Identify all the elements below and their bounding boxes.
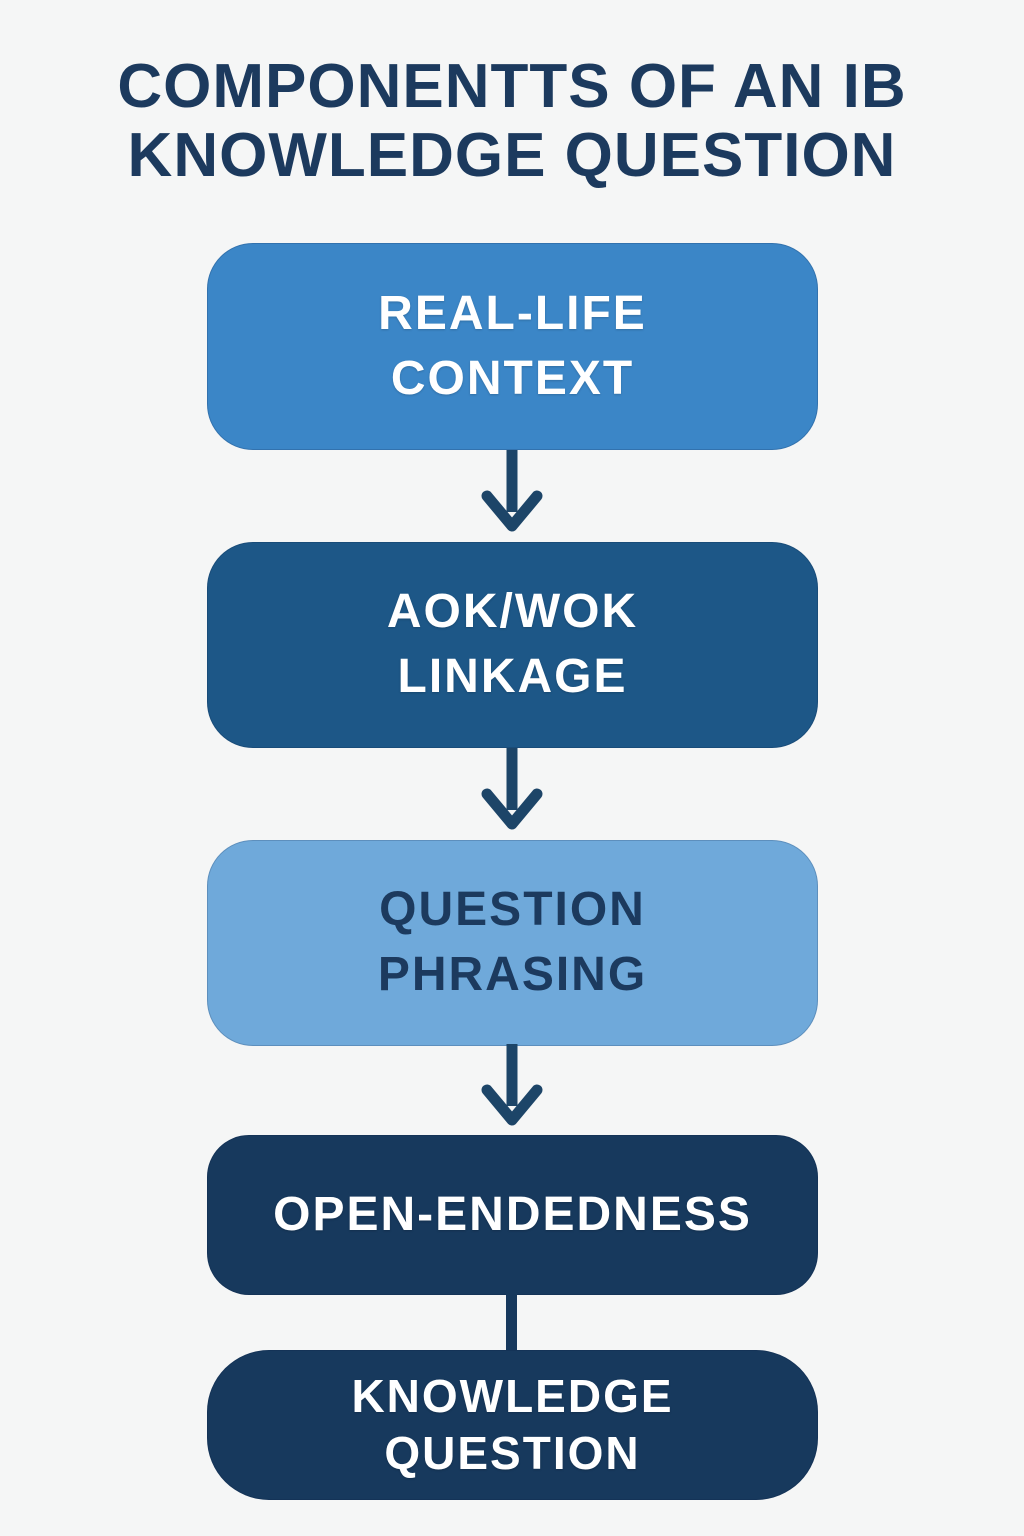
flow-box-real-life-context: REAL-LIFE CONTEXT: [207, 243, 818, 450]
flow-box-aok-wok-linkage: AOK/WOK LINKAGE: [207, 542, 818, 748]
page-title-line-1: COMPONENTTS OF AN IB: [117, 52, 907, 121]
flow-box-label-line: KNOWLEDGE: [351, 1369, 674, 1422]
arrow-down-icon: [481, 1044, 543, 1126]
flow-box-label-line: QUESTION: [379, 883, 646, 937]
flow-box-label-line: QUESTION: [384, 1427, 641, 1479]
page-title: COMPONENTTS OF AN IB KNOWLEDGE QUESTION: [0, 52, 1024, 191]
flow-box-label-line: OPEN-ENDEDNESS: [273, 1188, 752, 1242]
flow-box-question-phrasing: QUESTION PHRASING: [207, 840, 818, 1046]
flow-box-label-line: CONTEXT: [390, 351, 635, 405]
flow-box-label-line: AOK/WOK: [386, 585, 639, 639]
flow-box-open-endedness: OPEN-ENDEDNESS: [207, 1135, 818, 1295]
arrow-down-icon: [481, 748, 543, 830]
page-title-line-2: KNOWLEDGE QUESTION: [127, 121, 897, 191]
flow-box-label-line: LINKAGE: [397, 650, 628, 703]
flow-box-knowledge-question: KNOWLEDGE QUESTION: [207, 1350, 818, 1500]
flow-box-label-line: PHRASING: [377, 948, 648, 1001]
arrow-down-icon: [481, 450, 543, 532]
connector-line: [506, 1293, 517, 1353]
flow-box-label-line: REAL-LIFE: [378, 286, 647, 340]
